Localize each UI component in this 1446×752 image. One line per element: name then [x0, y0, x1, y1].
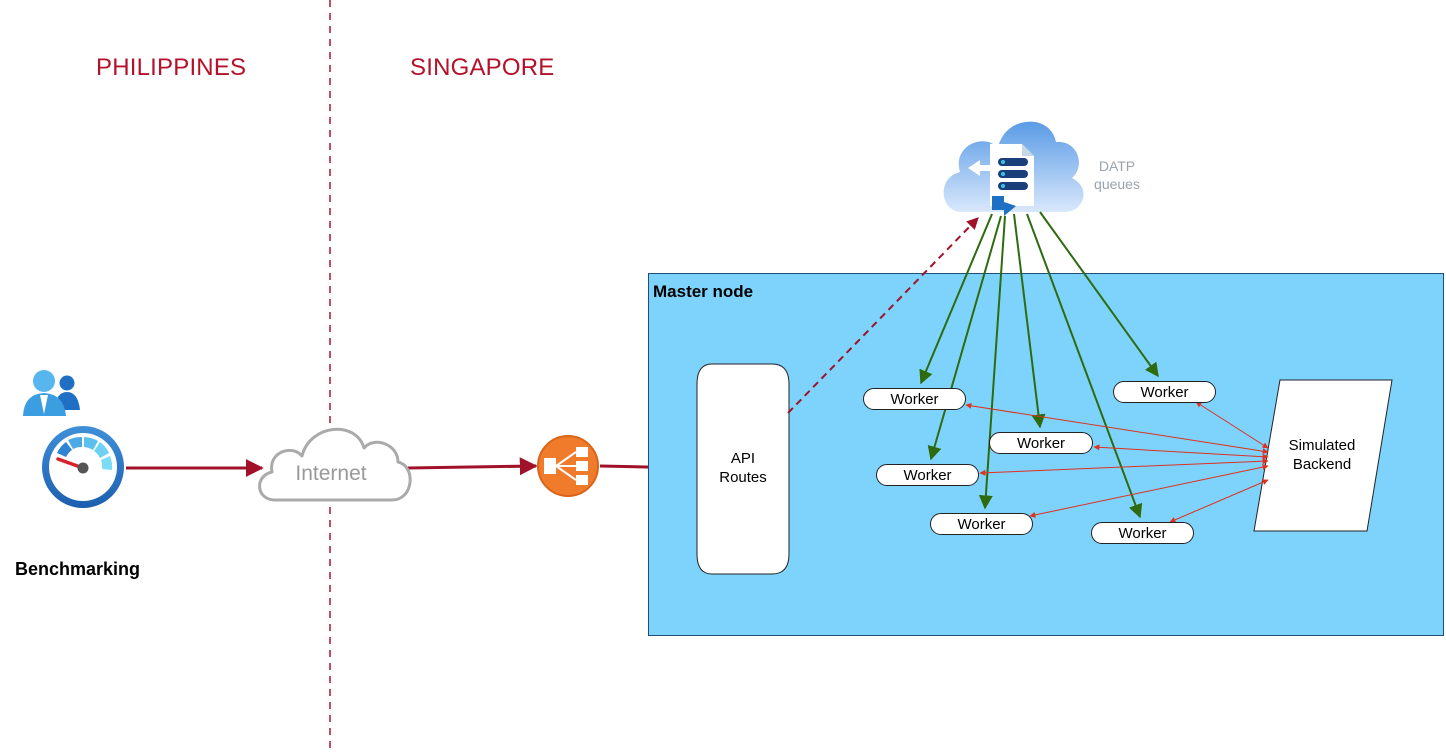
- region-label-philippines: PHILIPPINES: [96, 54, 247, 81]
- queue-arrow-5: [1026, 213, 1143, 519]
- worker-node: Worker: [1091, 522, 1194, 544]
- worker-node: Worker: [989, 432, 1093, 454]
- api-routes-shape: [696, 363, 790, 575]
- queue-to-worker-arrows: [919, 211, 1159, 519]
- flow-arrow-api-to-queues: [787, 217, 979, 414]
- queue-cloud-icon: [943, 121, 1084, 216]
- queues-label: DATP queues: [1094, 158, 1140, 192]
- simulated-backend-label: Simulated Backend: [1288, 437, 1356, 473]
- worker-backend-arrows: [965, 401, 1269, 523]
- load-balancer-icon: [537, 435, 599, 497]
- queue-arrow-2: [927, 215, 1002, 461]
- region-label-singapore: SINGAPORE: [410, 54, 555, 81]
- queue-arrow-6: [1039, 211, 1159, 378]
- worker-node: Worker: [876, 464, 979, 486]
- api-routes-label: API Routes: [719, 450, 767, 486]
- worker-node: Worker: [863, 388, 966, 410]
- worker-node: Worker: [930, 513, 1033, 535]
- backend-arrow-5: [1169, 479, 1269, 523]
- queue-arrow-4: [1013, 213, 1046, 429]
- internet-label: Internet: [295, 462, 367, 485]
- speedometer-icon: [42, 426, 124, 508]
- users-icon: [23, 370, 80, 416]
- backend-arrow-2: [1093, 444, 1269, 460]
- queue-arrow-1: [919, 213, 993, 385]
- backend-arrow-4: [1029, 464, 1269, 518]
- cloud-icon: [258, 427, 412, 502]
- benchmarking-label: Benchmarking: [15, 559, 141, 579]
- flow-arrow-internet-to-lb: [407, 457, 538, 476]
- backend-arrow-3: [979, 458, 1269, 476]
- backend-arrow-6: [1195, 401, 1269, 449]
- master-node-title: Master node: [653, 282, 754, 301]
- worker-node: Worker: [1113, 381, 1216, 403]
